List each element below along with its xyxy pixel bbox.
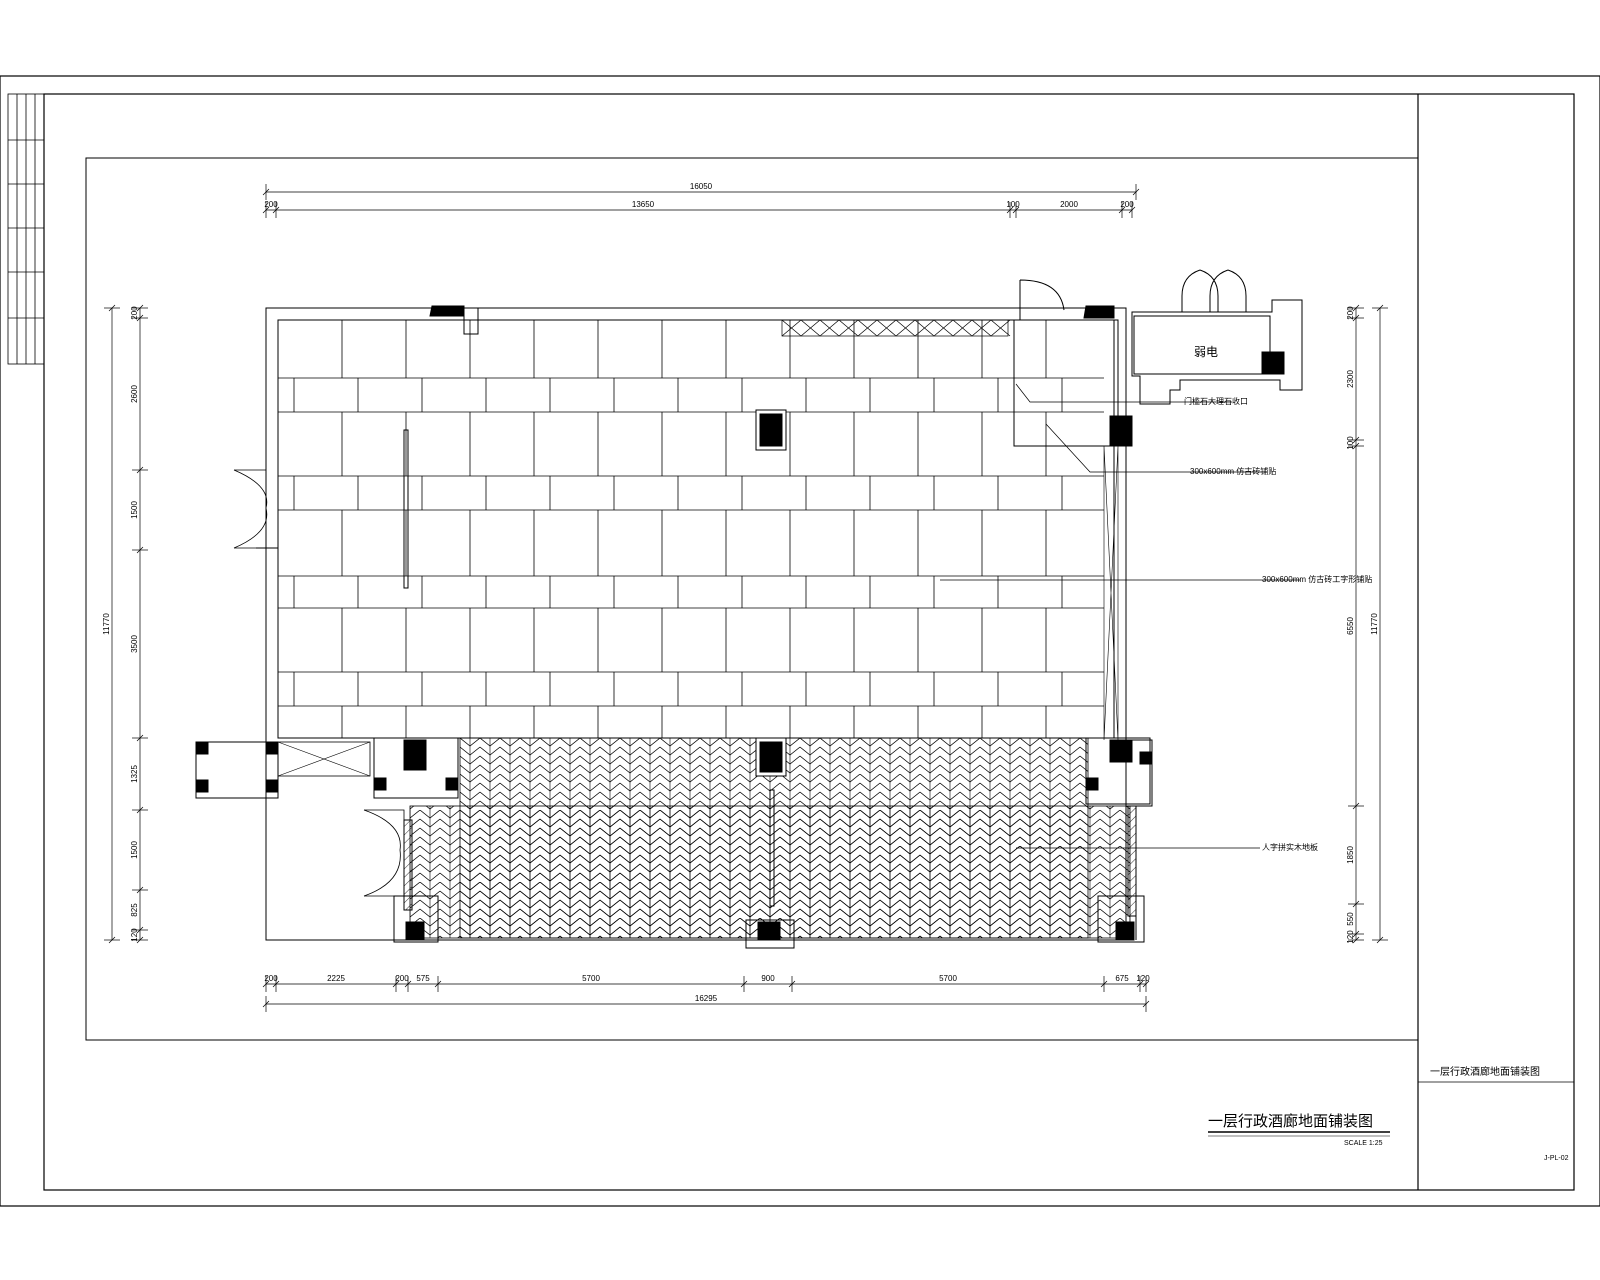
dim-left-segments-label: 1500 — [130, 501, 139, 519]
dim-bottom-segments-label: 675 — [1115, 974, 1129, 983]
side-title: 一层行政酒廊地面铺装图 — [1430, 1065, 1540, 1078]
dim-left-segments-label: 1325 — [130, 765, 139, 783]
drawing-title: 一层行政酒廊地面铺装图 — [1208, 1112, 1373, 1130]
dim-bottom-segments-label: 120 — [1136, 974, 1150, 983]
title-block: 一层行政酒廊地面铺装图 SCALE 1:25 一层行政酒廊地面铺装图 J-PL-… — [1208, 1065, 1569, 1162]
dim-top-overall-label: 16050 — [690, 182, 713, 191]
dim-left-segments-label: 200 — [130, 306, 139, 320]
note-tile-pattern: 300x600mm 仿古砖工字形铺贴 — [1262, 574, 1372, 584]
room-label-weak-current: 弱电 — [1194, 345, 1218, 359]
sheet-number: J-PL-02 — [1544, 1155, 1569, 1162]
columns — [195, 305, 1153, 949]
note-tile-300x600: 300x600mm 仿古砖铺贴 — [1190, 466, 1276, 476]
dim-top-segments-label: 2000 — [1060, 200, 1078, 209]
dim-top-segments-label: 13650 — [632, 200, 655, 209]
dim-bottom-segments-label: 5700 — [939, 974, 957, 983]
top-header-strip — [781, 319, 1011, 337]
dim-bottom-segments-label: 200 — [264, 974, 278, 983]
dim-top-segments-label: 100 — [1006, 200, 1020, 209]
tile-floor — [278, 319, 1104, 739]
dim-bottom-segments-label: 2225 — [327, 974, 345, 983]
note-herringbone-wood: 人字拼实木地板 — [1262, 842, 1318, 852]
note-threshold: 门槛石大理石收口 — [1184, 396, 1248, 406]
dim-right-segments-label: 1850 — [1346, 846, 1355, 864]
binding-strip — [7, 93, 45, 365]
drawing-scale: SCALE 1:25 — [1344, 1140, 1383, 1147]
dimension-lines — [104, 184, 1388, 1012]
dim-bottom-segments-label: 900 — [761, 974, 775, 983]
dim-top-segments-label: 200 — [1120, 200, 1134, 209]
dim-right-segments-label: 120 — [1346, 930, 1355, 944]
dim-right-segments-label: 200 — [1346, 306, 1355, 320]
dim-right-overall-label: 11770 — [1370, 613, 1379, 635]
weak-current-room — [1131, 269, 1303, 405]
dim-right-segments-label: 6550 — [1346, 617, 1355, 635]
dim-top-segments-label: 200 — [264, 200, 278, 209]
dim-left-segments-label: 2600 — [130, 385, 139, 403]
dim-bottom-segments-label: 200 — [395, 974, 409, 983]
dim-bottom-segments-label: 5700 — [582, 974, 600, 983]
dim-left-segments-label: 1500 — [130, 841, 139, 859]
entry-vestibule — [1013, 279, 1133, 741]
dim-left-segments-label: 120 — [130, 928, 139, 942]
dim-bottom-overall-label: 16295 — [695, 994, 718, 1003]
west-doors — [233, 469, 405, 897]
dim-right-segments-label: 550 — [1346, 912, 1355, 926]
dim-left-segments-label: 825 — [130, 903, 139, 917]
dim-right-segments-label: 2300 — [1346, 370, 1355, 388]
dim-left-overall-label: 11770 — [102, 613, 111, 635]
dimension-labels: 16050 200 13650 100 2000 200 200 2225 200 575 5700… — [102, 182, 1379, 1003]
leader-lines — [940, 383, 1300, 849]
sheet-frame — [0, 75, 1600, 1207]
dim-left-segments-label: 3500 — [130, 635, 139, 653]
dim-bottom-segments-label: 575 — [416, 974, 430, 983]
dim-right-segments-label: 100 — [1346, 436, 1355, 450]
